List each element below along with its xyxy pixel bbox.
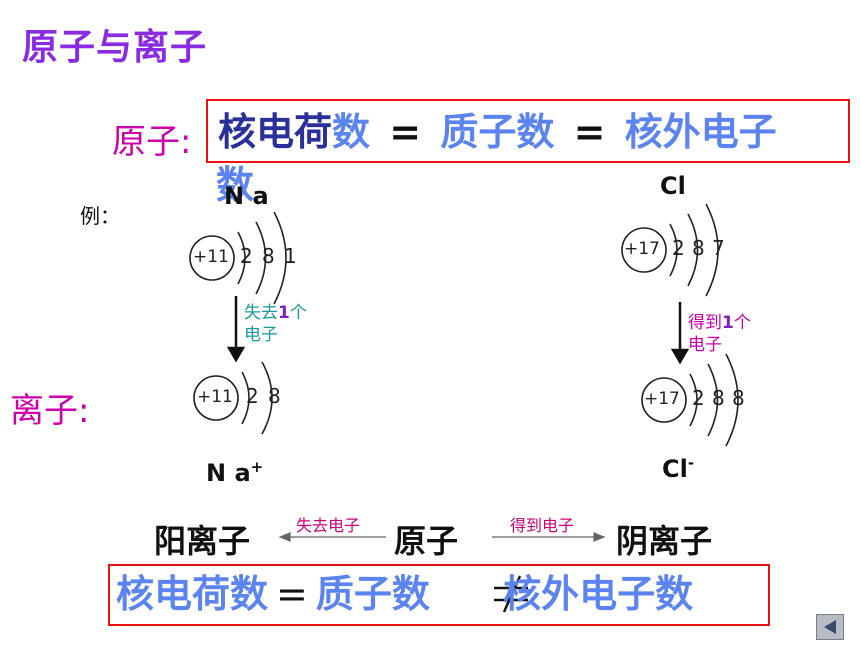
cl-ion-shell-2: 8 [712,386,725,410]
equals-sign-1: = [389,110,422,154]
atom-label: 原子: [112,122,192,162]
na-ion-shell-1: 2 [246,384,259,408]
cl-shell-2: 8 [692,236,705,260]
atom-equation: 核电荷数 = 质子数 = 核外电子 [218,108,777,156]
cl-transition-note: 得到1个 电子 [688,312,751,356]
cl-shell-3: 7 [712,236,725,260]
page-title: 原子与离子 [22,27,208,68]
na-nucleus-text: +11 [193,247,229,267]
na-ion-symbol: N a [206,459,251,487]
electron-count-text: 核外电子 [624,110,777,154]
na-ion-nucleus-circle [193,375,239,421]
cl-ion-charge: - [687,454,695,472]
ion-electron-count-text: 核外电子数 [503,572,694,616]
cl-ion-label: Cl- [662,454,694,483]
ion-equals-sign: = [276,572,308,616]
na-transition-line2: 电子 [244,325,278,345]
na-ion-charge: + [250,458,264,476]
na-ion-shell-2: 8 [268,384,281,408]
na-nucleus-circle [189,235,235,281]
cl-transition-suffix: 个 [733,313,751,333]
na-transition-number: 1 [278,303,290,323]
cl-ion-symbol: Cl [662,455,688,483]
na-shell-3: 1 [284,244,297,268]
na-transition-note: 失去1个 电子 [244,302,307,346]
atom-center-text: 原子 [394,522,459,560]
prev-slide-button[interactable] [816,614,844,640]
nuclear-charge-suffix: 数 [332,110,371,154]
ion-equation: 核电荷数=质子数 ≠核外电子数 [116,570,693,618]
cl-nucleus-circle [621,227,667,273]
proton-number-text: 质子数 [440,110,555,154]
cl-transition-number: 1 [722,313,734,333]
ion-equation-box [108,564,770,626]
atom-equation-box [206,99,850,163]
cation-text: 阳离子 [154,522,251,560]
ion-label: 离子: [10,391,90,431]
cl-ion-shell-3: 8 [732,386,745,410]
anion-text: 阴离子 [616,522,713,560]
na-shell-2: 8 [262,244,275,268]
lose-electron-text: 失去电子 [296,516,361,535]
cl-atom-label: Cl [660,172,686,200]
cl-ion-shell-1: 2 [692,386,705,410]
cl-shell-1: 2 [672,236,685,260]
cl-nucleus-text: +17 [624,239,660,259]
cl-ion-nucleus-text: +17 [644,389,680,409]
na-ion-label: N a+ [206,458,263,487]
cl-transition-line2: 电子 [688,335,722,355]
prev-triangle-icon [824,620,836,634]
gain-electron-text: 得到电子 [510,516,575,535]
na-transition-suffix: 个 [289,303,307,323]
ion-nuclear-charge-text: 核电荷数 [116,572,269,616]
cl-transition-prefix: 得到 [688,313,722,333]
na-transition-prefix: 失去 [244,303,278,323]
example-label: 例： [80,204,120,228]
na-shell-1: 2 [240,244,253,268]
equals-sign-2: = [573,110,606,154]
cl-ion-nucleus-circle [641,377,687,423]
ion-proton-number-text: 质子数 [315,572,430,616]
na-ion-nucleus-text: +11 [197,387,233,407]
electron-count-wrap: 数 [216,163,255,207]
na-atom-label: N a [224,182,269,210]
nuclear-charge-text: 核电荷 [218,110,333,154]
